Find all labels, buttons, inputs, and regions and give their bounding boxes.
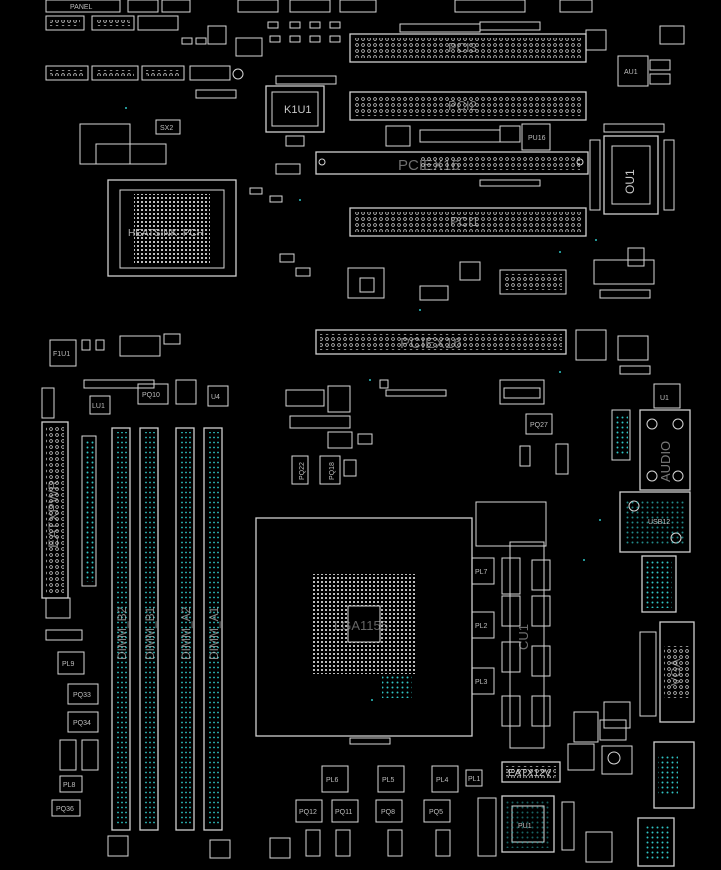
pl3-label: PL3 xyxy=(475,679,488,686)
pq5-chip xyxy=(423,799,451,823)
pq27-chip xyxy=(525,413,553,435)
pq36-chip xyxy=(51,799,81,817)
dimm-a2-label: DIMM_A2 xyxy=(179,606,193,660)
pu16-label: PU16 xyxy=(528,135,546,142)
f1u1-label: F1U1 xyxy=(53,351,70,358)
dimm-a1-slot xyxy=(203,427,223,831)
pq34-chip xyxy=(67,711,99,733)
heatsink-label: HEATSINK_PCH xyxy=(128,228,204,239)
pq18-label: PQ18 xyxy=(329,462,336,480)
pch-heatsink xyxy=(79,123,237,277)
pl1-label: PL1 xyxy=(468,776,481,783)
sx2-label: SX2 xyxy=(160,125,173,132)
pl6-label: PL6 xyxy=(326,777,339,784)
small-components-mid xyxy=(249,163,655,301)
pciex16-top-label: PCIEX16 xyxy=(398,157,460,174)
pl2-label: PL2 xyxy=(475,623,488,630)
eatx12v-connector xyxy=(501,761,561,783)
pu1-label: PU1 xyxy=(518,823,532,830)
usb12-label: USB12 xyxy=(648,519,670,526)
eatx12v-label: EATX12V xyxy=(508,768,551,779)
pl7-label: PL7 xyxy=(475,569,488,576)
u4-chip xyxy=(207,385,229,407)
pl4-label: PL4 xyxy=(436,777,449,784)
pq22-label: PQ22 xyxy=(299,462,306,480)
audio-connector xyxy=(639,409,691,491)
pl5-label: PL5 xyxy=(382,777,395,784)
pq36-label: PQ36 xyxy=(56,806,74,813)
pq12-chip xyxy=(295,799,323,823)
cpu-socket xyxy=(255,517,473,737)
u4-label: U4 xyxy=(211,394,220,401)
dimm-a2-slot xyxy=(175,427,195,831)
vga-label: VGA xyxy=(668,658,683,686)
lga-label: LGA1155 xyxy=(334,618,388,633)
au1-chip xyxy=(617,55,649,87)
lu1-chip xyxy=(89,395,111,415)
audio-label: AUDIO xyxy=(658,441,673,482)
small-components-top xyxy=(181,21,541,99)
pq11-label: PQ11 xyxy=(335,809,352,816)
pl9-inductor xyxy=(57,651,85,675)
sx2-chip xyxy=(155,119,181,135)
pq34-label: PQ34 xyxy=(73,720,91,727)
pq22-chip xyxy=(291,455,309,485)
pq12-label: PQ12 xyxy=(299,809,317,816)
pq18-chip xyxy=(319,455,341,485)
pq10-chip xyxy=(137,383,169,405)
scattered-pads xyxy=(125,107,601,701)
f1u1-chip xyxy=(49,339,77,367)
pci2-label: PCI2 xyxy=(448,98,477,113)
vrm-bottom xyxy=(209,737,483,859)
vrm-right xyxy=(471,501,551,749)
pl1-inductor xyxy=(465,769,483,787)
pl6-inductor xyxy=(321,765,349,793)
k1u1-chip xyxy=(265,85,325,133)
pq33-label: PQ33 xyxy=(73,692,91,699)
pl4-inductor xyxy=(431,765,459,793)
pu1-controller xyxy=(501,795,555,853)
pci1-label: PCI1 xyxy=(450,214,479,229)
pq10-label: PQ10 xyxy=(142,392,160,399)
pq8-label: PQ8 xyxy=(381,809,395,816)
pq5-label: PQ5 xyxy=(429,809,443,816)
pci1-slot xyxy=(349,207,587,237)
pq11-chip xyxy=(331,799,359,823)
pci2-slot xyxy=(349,91,587,121)
ou1-chip xyxy=(603,135,659,215)
pci3-label: PCI3 xyxy=(448,40,477,55)
dimm-b2-slot xyxy=(111,427,131,831)
u1-label: U1 xyxy=(660,395,669,402)
pl8-label: PL8 xyxy=(63,782,76,789)
u1-chip xyxy=(653,383,681,409)
top-headers xyxy=(45,0,593,81)
pciex16-mid-slot xyxy=(315,329,567,355)
lu1-label: LU1 xyxy=(92,403,105,410)
dimm-a1-label: DIMM_A1 xyxy=(207,606,221,660)
panel-label: PANEL xyxy=(70,4,93,11)
pq8-chip xyxy=(375,799,403,823)
pu16-chip xyxy=(521,123,551,151)
vga-connector xyxy=(639,621,695,723)
pl9-label: PL9 xyxy=(62,661,75,668)
pciex16-top-slot xyxy=(315,151,589,175)
dimm-b1-label: DIMM_B1 xyxy=(143,606,157,660)
pl5-inductor xyxy=(377,765,405,793)
pciex16-mid-label: PCIEX16 xyxy=(400,335,462,352)
pq33-chip xyxy=(67,683,99,705)
eatxpwr-label: EATXPWR xyxy=(45,480,61,548)
ou1-label: OU1 xyxy=(623,169,637,194)
dimm-b2-label: DIMM_B2 xyxy=(115,606,129,660)
pl8-inductor xyxy=(59,775,83,793)
usb12-connector xyxy=(619,491,691,553)
center-components xyxy=(285,379,447,485)
k1u1-label: K1U1 xyxy=(284,104,312,116)
cu1-label: CU1 xyxy=(516,624,531,650)
au1-label: AU1 xyxy=(624,69,638,76)
pq27-label: PQ27 xyxy=(530,422,548,429)
dimm-b1-slot xyxy=(139,427,159,831)
